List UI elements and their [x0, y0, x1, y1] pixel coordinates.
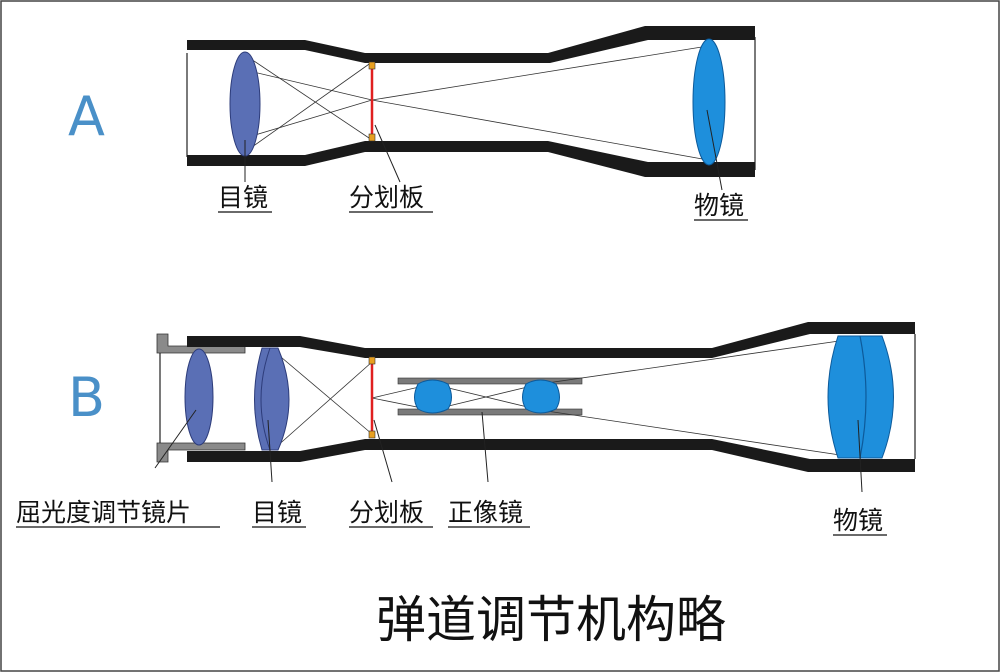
tube-top-wall-b: [187, 322, 915, 358]
tube-bottom-wall-b: [187, 439, 915, 472]
diagram-a: A 目镜 分: [68, 26, 756, 221]
objective-lens-b: [827, 335, 894, 459]
diopter-lens: [184, 348, 214, 446]
label-reticle-b: 分划板: [349, 498, 424, 527]
label-erector: 正像镜: [448, 498, 523, 527]
section-letter-b: B: [68, 366, 105, 429]
reticle-mount-top-b: [368, 356, 376, 365]
diagram-title: 弹道调节机构略: [376, 591, 726, 649]
label-objective-b: 物镜: [833, 506, 883, 535]
eyepiece-lens-b-seam: [260, 347, 271, 451]
erector-lens-2: [522, 379, 560, 414]
erector-plate-bottom: [397, 408, 583, 416]
reticle-mount-bottom-b: [368, 430, 376, 439]
erector-lens-1: [414, 379, 452, 414]
objective-lens-b-seam: [859, 335, 867, 459]
label-eyepiece-a: 目镜: [218, 183, 268, 212]
label-eyepiece-b: 目镜: [252, 498, 302, 527]
label-objective-a: 物镜: [694, 191, 744, 220]
tube-top-wall: [187, 26, 755, 63]
objective-lens-a: [692, 38, 726, 166]
reticle-mount-bottom-a: [368, 133, 376, 142]
ray-lines-a: [244, 45, 709, 161]
label-diopter: 屈光度调节镜片: [16, 498, 191, 527]
erector-plate-top: [397, 377, 583, 385]
leaders-b: [154, 409, 863, 493]
label-reticle-a: 分划板: [349, 183, 424, 212]
tube-bottom-wall: [187, 141, 755, 177]
eyepiece-lens-b: [254, 347, 290, 451]
leaders-a: [244, 109, 723, 191]
diagram-b: B: [16, 322, 916, 536]
section-letter-a: A: [68, 85, 105, 148]
reticle-mount-top-a: [368, 61, 376, 70]
